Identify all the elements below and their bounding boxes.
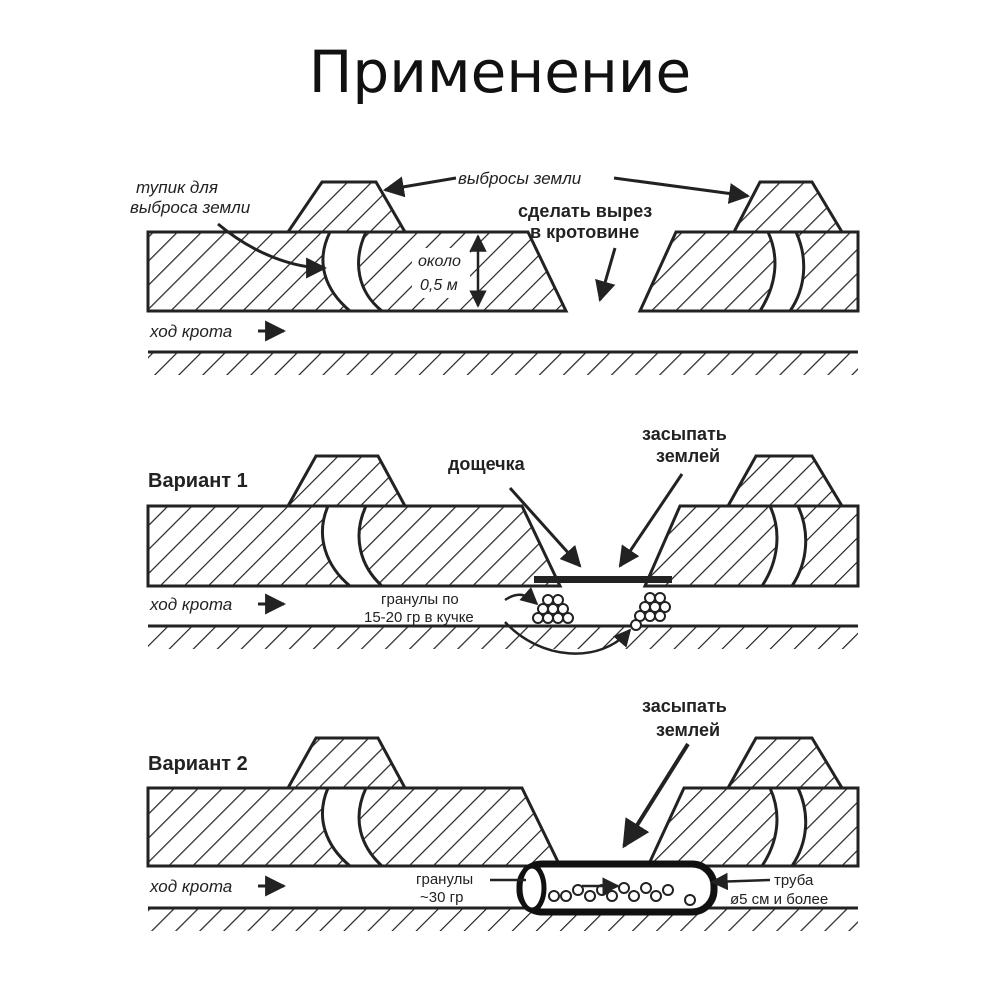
label-fill-1: засыпать bbox=[642, 696, 727, 716]
label-dead-end-1: тупик для bbox=[136, 178, 218, 197]
spoil-mound-left bbox=[285, 736, 408, 790]
label-cut-1: сделать вырез bbox=[518, 201, 652, 221]
label-pipe-2: ø5 см и более bbox=[730, 891, 828, 908]
label-board: дощечка bbox=[448, 454, 526, 474]
ground-bottom bbox=[148, 627, 858, 649]
variant-2-heading: Вариант 2 bbox=[148, 753, 248, 775]
board bbox=[534, 576, 672, 583]
variant-1-heading: Вариант 1 bbox=[148, 470, 248, 492]
label-tunnel-3: ход крота bbox=[149, 877, 232, 896]
soil-right bbox=[642, 504, 860, 588]
shaft-left bbox=[320, 504, 386, 588]
label-fill-1: засыпать bbox=[642, 424, 727, 444]
granules-pile-right bbox=[630, 592, 671, 631]
panel-variant-2: Вариант 2 засыпать землей гранулы ~30 гр… bbox=[146, 696, 860, 931]
label-granules-2: 15-20 гр в кучке bbox=[364, 609, 474, 626]
label-dead-end-2: выброса земли bbox=[130, 198, 251, 217]
spoil-mound-left bbox=[285, 454, 408, 508]
label-depth-1: около bbox=[418, 253, 461, 270]
shaft-right bbox=[759, 786, 808, 868]
ground-bottom bbox=[148, 909, 858, 931]
spoil-mound-right bbox=[731, 180, 845, 234]
label-fill-2: землей bbox=[656, 446, 720, 466]
label-depth-2: 0,5 м bbox=[420, 277, 458, 294]
label-granules-1: гранулы по bbox=[381, 591, 459, 608]
soil-right bbox=[645, 786, 860, 868]
panel-top-cut: тупик для выброса земли выбросы земли сд… bbox=[130, 169, 860, 375]
shaft-right bbox=[759, 504, 808, 588]
shaft-right bbox=[757, 230, 806, 313]
spoil-mound-right bbox=[725, 454, 845, 508]
label-pipe-1: труба bbox=[774, 872, 814, 889]
pipe-opening bbox=[517, 863, 547, 913]
granules-pile-left bbox=[532, 594, 574, 624]
page-title: Применение bbox=[308, 38, 692, 106]
label-fill-2: землей bbox=[656, 720, 720, 740]
pipe bbox=[516, 860, 718, 916]
label-tunnel-2: ход крота bbox=[149, 595, 232, 614]
label-spoil: выбросы земли bbox=[458, 169, 582, 188]
label-granules-1: гранулы bbox=[416, 871, 473, 888]
label-tunnel-1: ход крота bbox=[149, 322, 232, 341]
soil-right bbox=[637, 230, 860, 313]
shaft-left bbox=[320, 786, 386, 868]
spoil-mound-right bbox=[725, 736, 845, 790]
panel-variant-1: Вариант 1 дощечка засыпать землей гранул… bbox=[146, 424, 860, 655]
label-cut-2: в кротовине bbox=[530, 222, 639, 242]
ground-bottom bbox=[148, 353, 858, 375]
label-granules-2: ~30 гр bbox=[420, 889, 463, 906]
